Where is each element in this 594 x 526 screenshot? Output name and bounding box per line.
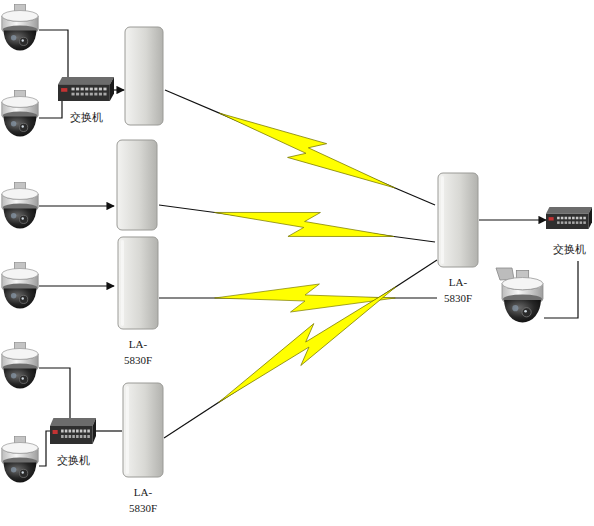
model-label: LA- 5830F (437, 274, 479, 306)
switch-icon (546, 207, 592, 229)
dome-camera (2, 90, 38, 136)
antenna-node: LA- 5830F (122, 382, 164, 516)
dome-camera (2, 342, 38, 388)
wireless-link (159, 284, 437, 312)
camera-wires (39, 30, 578, 466)
antenna-panel (122, 382, 164, 478)
cable-link (479, 220, 546, 221)
cable-link (96, 431, 122, 432)
antenna-node: LA- 5830F (437, 172, 479, 306)
antenna-panel (125, 27, 163, 125)
antenna-panel (437, 172, 479, 268)
model-label: LA- 5830F (117, 336, 159, 368)
switch-node: 交换机 (50, 418, 96, 468)
wireless-link (160, 77, 441, 218)
wire (544, 261, 578, 318)
switch-node: 交换机 (58, 77, 114, 125)
antenna-panel (117, 236, 159, 330)
wire (39, 101, 62, 118)
wire-arrow (114, 89, 124, 90)
dome-camera (2, 182, 38, 228)
switch-node: 交换机 (546, 207, 592, 257)
wire-arrow (39, 285, 114, 286)
antenna-panel (117, 140, 157, 230)
wireless-link (157, 191, 437, 256)
device-label: 交换机 (50, 452, 96, 468)
wire (39, 431, 50, 466)
switch-icon (50, 418, 96, 444)
antenna-node: LA- 5830F (117, 236, 159, 368)
device-label: 交换机 (546, 241, 592, 257)
model-label: LA- 5830F (122, 484, 164, 516)
wire (39, 368, 70, 418)
device-label: 交换机 (58, 109, 114, 125)
wire (39, 30, 68, 77)
dome-camera (2, 436, 38, 482)
switch-icon (58, 77, 114, 101)
dome-camera (2, 4, 38, 50)
dome-camera (2, 262, 38, 308)
dome-camera (502, 270, 543, 322)
wire-arrow (39, 205, 114, 206)
wireless-link (156, 248, 444, 449)
